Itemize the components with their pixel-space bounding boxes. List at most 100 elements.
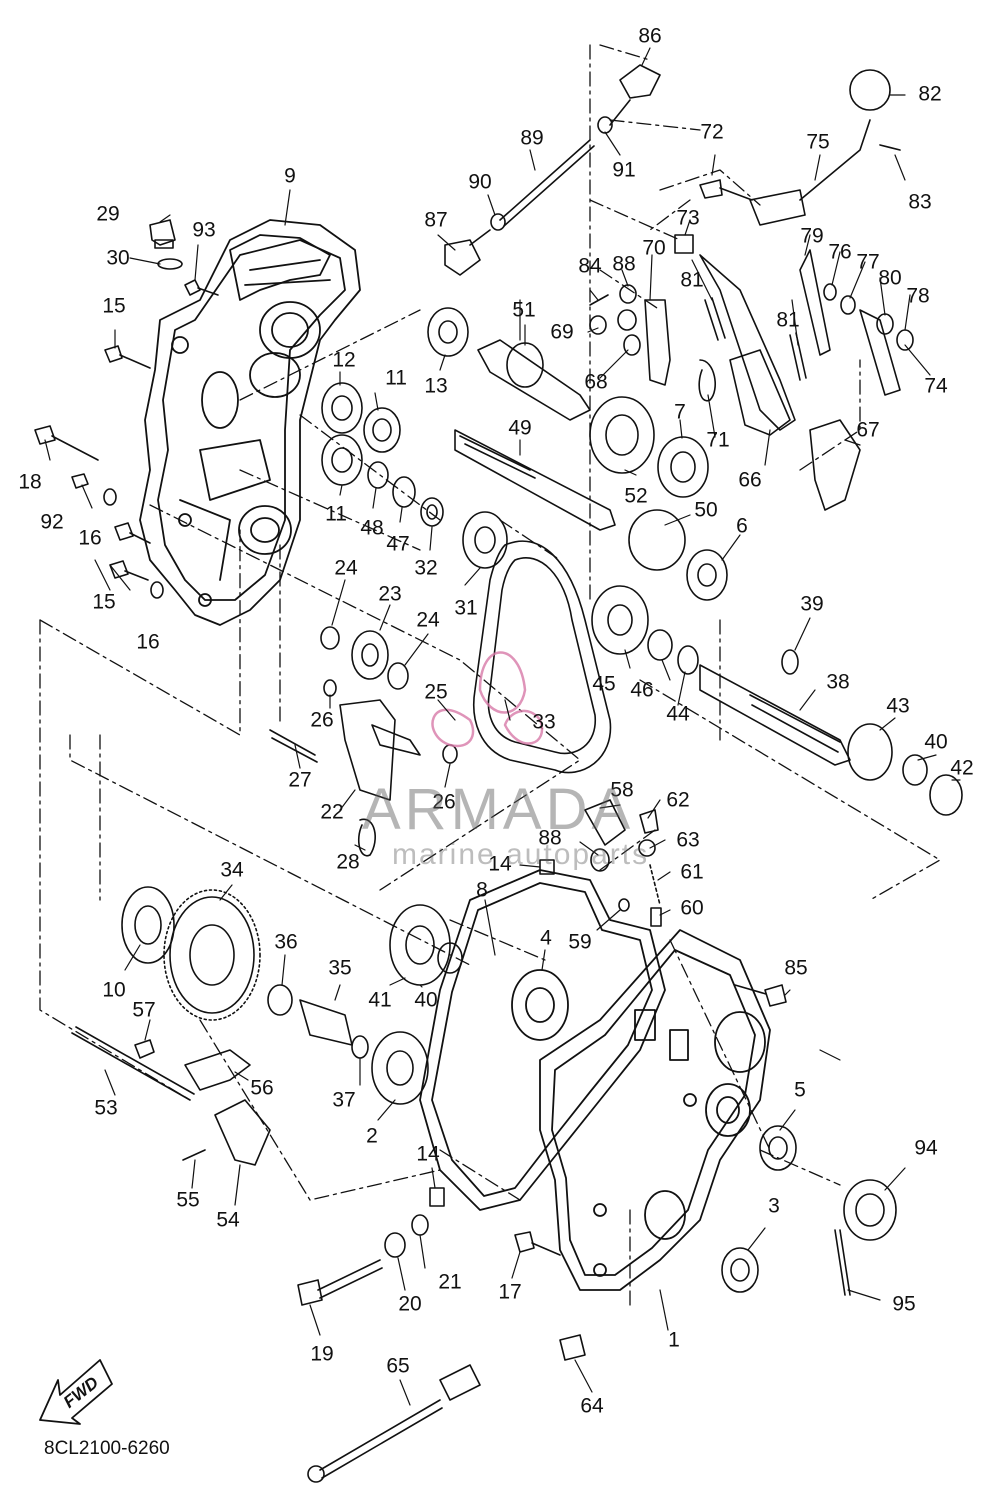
callout-11-lower: 11 bbox=[325, 502, 347, 526]
callout-27: 27 bbox=[288, 768, 312, 792]
callout-61: 61 bbox=[680, 860, 704, 884]
detent-parts bbox=[539, 799, 787, 1007]
callout-50: 50 bbox=[694, 498, 718, 522]
callout-37: 37 bbox=[332, 1088, 356, 1112]
callout-26-left: 26 bbox=[310, 708, 334, 732]
callout-8: 8 bbox=[476, 878, 488, 902]
callout-74: 74 bbox=[924, 374, 948, 398]
callout-89: 89 bbox=[520, 126, 544, 150]
callout-40-lower: 40 bbox=[414, 988, 438, 1012]
callout-4: 4 bbox=[540, 926, 552, 950]
left-case-cover-part bbox=[139, 219, 361, 626]
fwd-arrow-label: FWD bbox=[60, 1373, 102, 1412]
shift-mechanism-parts bbox=[269, 626, 458, 857]
callout-92: 92 bbox=[40, 510, 64, 534]
callout-23: 23 bbox=[378, 582, 402, 606]
callout-78: 78 bbox=[906, 284, 930, 308]
callout-93: 93 bbox=[192, 218, 216, 242]
callout-83: 83 bbox=[908, 190, 932, 214]
callout-26-right: 26 bbox=[432, 790, 456, 814]
bolt-parts-left bbox=[34, 219, 219, 599]
shift-fork-parts bbox=[71, 1026, 271, 1166]
callout-21: 21 bbox=[438, 1270, 462, 1294]
callout-1: 1 bbox=[668, 1328, 680, 1352]
callout-20: 20 bbox=[398, 1292, 422, 1316]
callout-24-left: 24 bbox=[334, 556, 358, 580]
callout-16-upper: 16 bbox=[78, 526, 102, 550]
callout-84: 84 bbox=[578, 254, 602, 278]
callout-33: 33 bbox=[532, 710, 556, 734]
callout-94: 94 bbox=[914, 1136, 938, 1160]
callout-66: 66 bbox=[738, 468, 762, 492]
callout-43: 43 bbox=[886, 694, 910, 718]
fwd-arrow-icon bbox=[39, 1359, 113, 1425]
callout-28: 28 bbox=[336, 850, 360, 874]
drive-chain-part bbox=[473, 540, 699, 774]
callout-32: 32 bbox=[414, 556, 438, 580]
callout-29: 29 bbox=[96, 202, 120, 226]
callout-31: 31 bbox=[454, 596, 478, 620]
callout-81-left: 81 bbox=[680, 268, 704, 292]
callout-76: 76 bbox=[828, 240, 852, 264]
callout-54: 54 bbox=[216, 1208, 240, 1232]
callout-68: 68 bbox=[584, 370, 608, 394]
watermark-tagline: marine autoparts bbox=[392, 838, 650, 871]
callout-45: 45 bbox=[592, 672, 616, 696]
callout-44: 44 bbox=[666, 702, 690, 726]
callout-11-upper: 11 bbox=[385, 366, 407, 390]
callout-87: 87 bbox=[424, 208, 448, 232]
callout-15-upper: 15 bbox=[102, 294, 126, 318]
callout-55: 55 bbox=[176, 1188, 200, 1212]
callout-59: 59 bbox=[568, 930, 592, 954]
callout-19: 19 bbox=[310, 1342, 334, 1366]
callout-18: 18 bbox=[18, 470, 42, 494]
callout-15-lower: 15 bbox=[92, 590, 116, 614]
callout-88-upper: 88 bbox=[612, 252, 636, 276]
callout-30: 30 bbox=[106, 246, 130, 270]
callout-73: 73 bbox=[676, 206, 700, 230]
callout-58: 58 bbox=[610, 778, 634, 802]
callout-75: 75 bbox=[806, 130, 830, 154]
callout-80: 80 bbox=[878, 266, 902, 290]
callout-41: 41 bbox=[368, 988, 392, 1012]
callout-36: 36 bbox=[274, 930, 298, 954]
callout-95: 95 bbox=[892, 1292, 916, 1316]
watermark-brand: ARMADA bbox=[362, 777, 635, 842]
callout-3: 3 bbox=[768, 1194, 780, 1218]
callout-71: 71 bbox=[706, 428, 730, 452]
callout-67: 67 bbox=[856, 418, 880, 442]
callout-49: 49 bbox=[508, 416, 532, 440]
callout-6: 6 bbox=[736, 514, 748, 538]
callout-56: 56 bbox=[250, 1076, 274, 1100]
callout-34: 34 bbox=[220, 858, 244, 882]
bottom-fastener-parts bbox=[297, 1187, 586, 1483]
seal-parts bbox=[721, 1125, 897, 1296]
callout-14-lower: 14 bbox=[416, 1142, 440, 1166]
callout-82: 82 bbox=[918, 82, 942, 106]
callout-14-upper: 14 bbox=[488, 852, 512, 876]
callout-47: 47 bbox=[386, 532, 410, 556]
callout-60: 60 bbox=[680, 896, 704, 920]
callout-39: 39 bbox=[800, 592, 824, 616]
callout-13: 13 bbox=[424, 374, 448, 398]
callout-65: 65 bbox=[386, 1354, 410, 1378]
callout-40-right: 40 bbox=[924, 730, 948, 754]
callout-57: 57 bbox=[132, 998, 156, 1022]
callout-70: 70 bbox=[642, 236, 666, 260]
callout-79: 79 bbox=[800, 224, 824, 248]
callout-53: 53 bbox=[94, 1096, 118, 1120]
callout-81-right: 81 bbox=[776, 308, 800, 332]
callout-35: 35 bbox=[328, 956, 352, 980]
callout-24-right: 24 bbox=[416, 608, 440, 632]
lower-gear-parts bbox=[121, 886, 463, 1105]
callout-77: 77 bbox=[856, 250, 880, 274]
callout-7: 7 bbox=[674, 400, 686, 424]
callout-46: 46 bbox=[630, 678, 654, 702]
callout-38: 38 bbox=[826, 670, 850, 694]
diagram-code: 8CL2100-6260 bbox=[44, 1438, 170, 1459]
shift-linkage-parts bbox=[444, 64, 914, 511]
callout-9: 9 bbox=[284, 164, 296, 188]
